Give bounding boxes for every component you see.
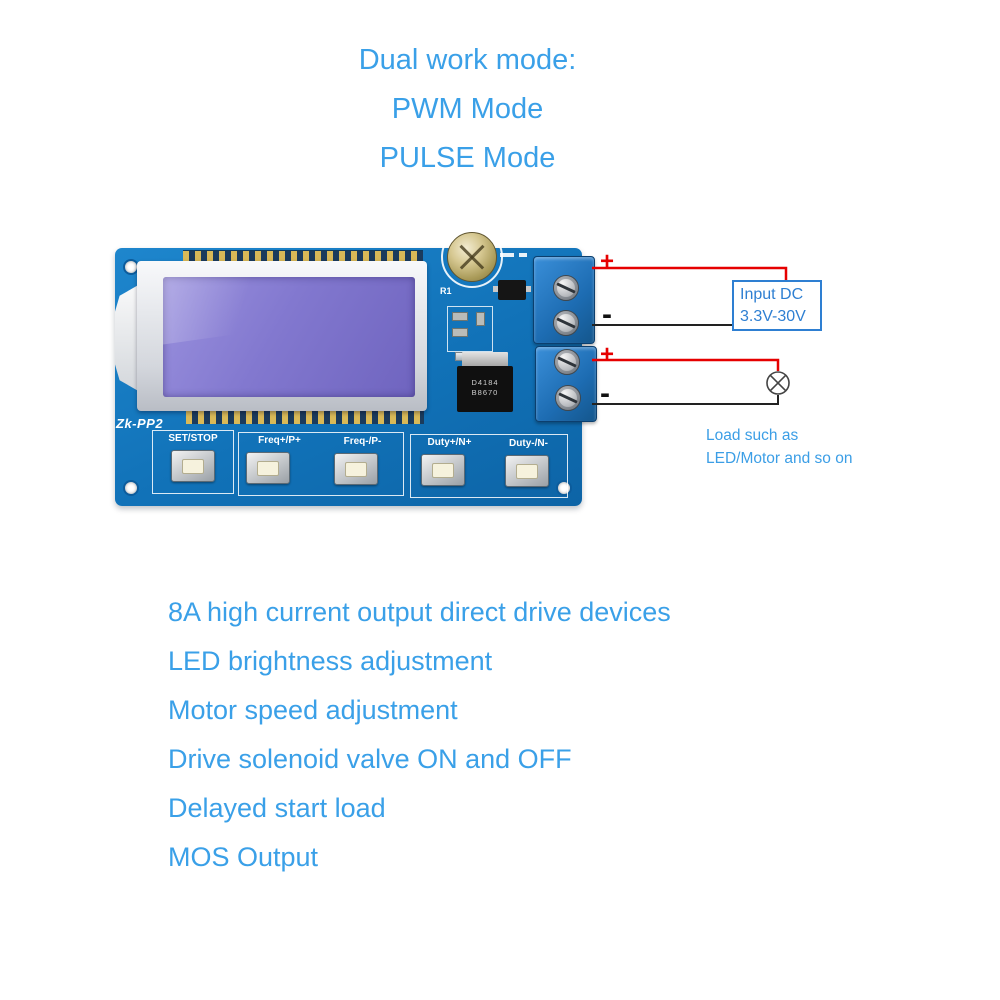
tactile-button-freq-minus [334, 453, 378, 485]
load-caption-line1: Load such as [706, 427, 799, 444]
model-label: Zk-PP2 [116, 416, 164, 431]
silkscreen-r1-label: R1 [440, 286, 452, 296]
feature-item-2: LED brightness adjustment [168, 646, 493, 676]
button-label-duty-minus: Duty-/N- [509, 438, 548, 449]
features-list: 8A high current output direct drive devi… [168, 588, 888, 882]
feature-item-4: Drive solenoid valve ON and OFF [168, 744, 572, 774]
tactile-button-freq-plus [246, 452, 290, 484]
feature-item-6: MOS Output [168, 842, 319, 872]
caption-pulse-mode: PULSE Mode [379, 142, 556, 174]
sot23-transistor [493, 280, 531, 300]
capacitor-silkscreen-ring [441, 226, 503, 288]
mosfet-marking-line2: B8670 [471, 388, 499, 397]
caption-dual-work-mode: Dual work mode: [358, 44, 577, 76]
button-label-duty-plus: Duty+/N+ [427, 437, 472, 448]
silk-box-duty [410, 434, 568, 498]
output-minus-wire [592, 395, 779, 405]
button-cap [257, 460, 279, 476]
load-caption: Load such as LED/Motor and so on [706, 424, 852, 470]
silkscreen-mark [519, 253, 527, 257]
silkscreen-rect [447, 306, 493, 352]
screw-output-minus [555, 385, 581, 411]
smd-resistor [452, 312, 468, 321]
load-caption-line2: LED/Motor and so on [706, 450, 853, 467]
button-label-freq-minus: Freq-/P- [343, 436, 382, 447]
silkscreen-mark [500, 253, 514, 257]
output-plus-wire [592, 358, 780, 371]
caption-pwm-mode: PWM Mode [391, 93, 544, 125]
mounting-hole-bottom-left [123, 480, 139, 496]
input-dc-label-box: Input DC 3.3V-30V [732, 280, 822, 331]
input-plus-label: + [600, 248, 615, 275]
silk-box-setstop [152, 430, 234, 494]
output-minus-label: - [600, 377, 610, 410]
mosfet-tab [462, 352, 508, 368]
header-caption: Dual work mode: PWM Mode PULSE Mode [0, 36, 935, 183]
button-cap [182, 458, 204, 474]
button-label-set-stop: SET/STOP [168, 433, 218, 444]
lcd-screen [163, 277, 415, 397]
lcd-pins-top [183, 250, 423, 263]
button-cap [345, 461, 367, 477]
feature-item-1: 8A high current output direct drive devi… [168, 597, 671, 627]
mounting-hole-bottom-right [556, 480, 572, 496]
load-symbol-icon [766, 371, 790, 395]
silk-box-freq [238, 432, 404, 496]
tactile-button-duty-minus [505, 455, 549, 487]
screw-input-minus [553, 310, 579, 336]
mosfet: D4184 B8670 [457, 366, 513, 412]
screw-output-plus [554, 349, 580, 375]
input-dc-line1: Input DC [740, 285, 804, 303]
tactile-button-set-stop [171, 450, 215, 482]
mosfet-marking-line1: D4184 [471, 378, 499, 387]
smd-resistor [452, 328, 468, 337]
electrolytic-capacitor [447, 232, 497, 282]
input-dc-line2: 3.3V-30V [740, 307, 806, 325]
feature-item-3: Motor speed adjustment [168, 695, 458, 725]
lcd-display [137, 261, 427, 411]
tactile-button-duty-plus [421, 454, 465, 486]
feature-item-5: Delayed start load [168, 793, 386, 823]
button-cap [432, 462, 454, 478]
button-cap [516, 463, 538, 479]
output-plus-label: + [600, 341, 615, 368]
screw-input-plus [553, 275, 579, 301]
button-label-freq-plus: Freq+/P+ [258, 435, 301, 446]
input-minus-label: - [602, 298, 612, 331]
smd-resistor [476, 312, 485, 326]
